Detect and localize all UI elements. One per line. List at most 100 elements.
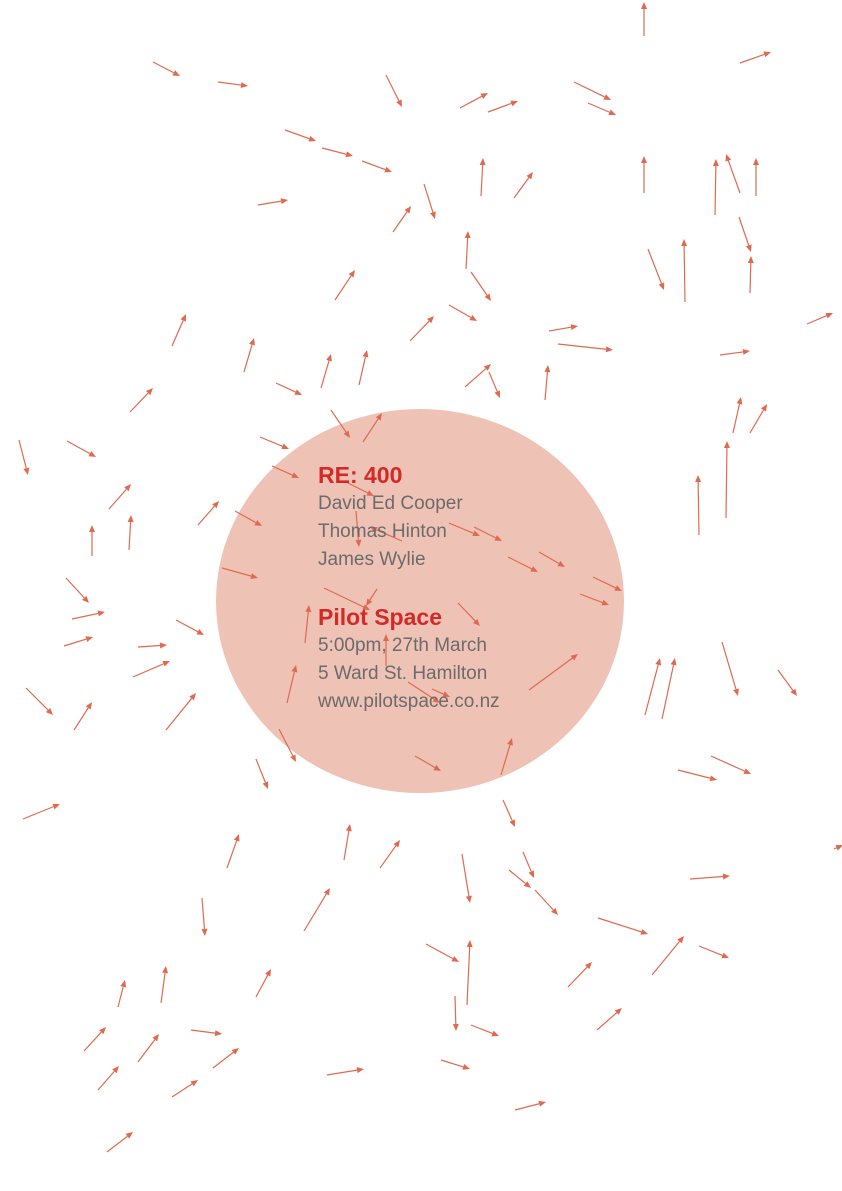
arrow-icon (197, 501, 219, 526)
arrow-icon (739, 51, 771, 64)
arrow-icon (464, 231, 471, 270)
arrow-icon (127, 515, 134, 551)
arrow-icon (321, 147, 353, 158)
arrow-icon (358, 350, 369, 386)
event-website: www.pilotspace.co.nz (318, 691, 500, 712)
arrow-icon (212, 1048, 239, 1069)
arrow-icon (573, 81, 611, 100)
arrow-icon (63, 636, 93, 647)
arrow-icon (651, 936, 684, 976)
info-circle (216, 409, 624, 793)
arrow-icon (641, 156, 647, 193)
arrow-icon (502, 799, 515, 827)
arrow-icon (217, 81, 248, 89)
arrow-icon (695, 475, 702, 536)
arrow-icon (257, 198, 288, 206)
arrow-icon (343, 824, 352, 861)
arrow-icon (171, 314, 186, 347)
arrow-icon (721, 641, 739, 696)
arrow-icon (106, 1132, 133, 1153)
arrow-icon (425, 943, 459, 962)
arrow-icon (587, 102, 616, 115)
event-title: RE: 400 (318, 462, 403, 488)
arrow-icon (379, 840, 400, 869)
arrow-icon (407, 681, 440, 703)
arrow-icon (448, 304, 477, 321)
arrow-icon (548, 324, 578, 332)
arrow-icon (137, 1034, 159, 1063)
arrow-icon (461, 853, 472, 903)
arrow-icon (243, 338, 255, 373)
arrow-icon (255, 758, 269, 789)
arrow-icon (320, 354, 332, 389)
arrow-icon (278, 728, 296, 762)
arrow-icon (507, 556, 538, 572)
arrow-icon (725, 154, 741, 194)
arrow-icon (392, 206, 411, 233)
arrow-icon (710, 755, 751, 774)
arrow-icon (83, 1027, 106, 1052)
arrow-icon (175, 619, 204, 635)
arrow-icon (514, 1100, 546, 1111)
arrow-icon (362, 413, 382, 443)
arrow-icon (97, 1066, 119, 1091)
arrow-icon (459, 93, 488, 109)
arrow-icon (479, 158, 486, 197)
arrow-icon (383, 634, 389, 666)
arrow-icon (457, 602, 480, 626)
arrow-icon (355, 510, 362, 547)
arrow-icon (234, 510, 262, 526)
arrow-icon (661, 658, 677, 720)
arrow-icon (226, 834, 240, 869)
arrow-icon (777, 669, 797, 696)
artist-name: James Wylie (318, 549, 426, 570)
arrow-icon (596, 1008, 622, 1031)
arrow-icon (366, 588, 378, 606)
arrow-icon (343, 480, 374, 496)
arrow-icon (71, 610, 105, 620)
arrow-icon (423, 183, 436, 219)
arrow-icon (732, 397, 743, 434)
arrow-icon (129, 388, 153, 413)
arrow-icon (567, 962, 592, 988)
arrow-icon (681, 239, 688, 303)
arrow-icon (466, 940, 473, 1006)
arrow-icon (698, 945, 729, 959)
arrow-icon (448, 522, 480, 537)
event-address: 5 Ward St. Hamilton (318, 663, 488, 684)
arrow-icon (160, 966, 169, 1004)
arrow-icon (22, 803, 60, 820)
arrow-icon (500, 738, 513, 776)
arrow-icon (201, 897, 208, 936)
arrow-icon (271, 465, 299, 478)
event-info: RE: 400 David Ed Cooper Thomas Hinton Ja… (318, 460, 618, 716)
arrow-icon (579, 593, 609, 606)
arrow-icon (513, 172, 533, 199)
arrow-icon (538, 551, 565, 567)
arrow-icon (152, 61, 180, 76)
arrow-icon (303, 888, 330, 932)
arrow-icon (738, 216, 752, 252)
arrow-icon (65, 577, 89, 603)
arrow-icon (464, 364, 491, 388)
arrow-icon (171, 1080, 198, 1098)
arrow-icon (488, 371, 501, 398)
arrow-icon (470, 1024, 499, 1037)
arrow-icon (689, 873, 730, 880)
arrow-icon (275, 382, 302, 395)
arrow-icon (431, 688, 450, 697)
arrow-icon (165, 693, 196, 731)
arrow-icon (132, 661, 170, 678)
arrow-icon (470, 271, 491, 301)
arrow-icon (330, 409, 350, 438)
event-time-date: 5:00pm, 27th March (318, 635, 487, 656)
arrow-icon (644, 658, 662, 716)
arrow-icon (304, 605, 312, 644)
arrow-icon (592, 576, 622, 591)
arrow-icon (528, 654, 578, 691)
arrow-icon (190, 1029, 222, 1037)
arrow-icon (747, 256, 754, 294)
arrow-icon (641, 2, 647, 36)
arrow-icon (597, 917, 648, 935)
